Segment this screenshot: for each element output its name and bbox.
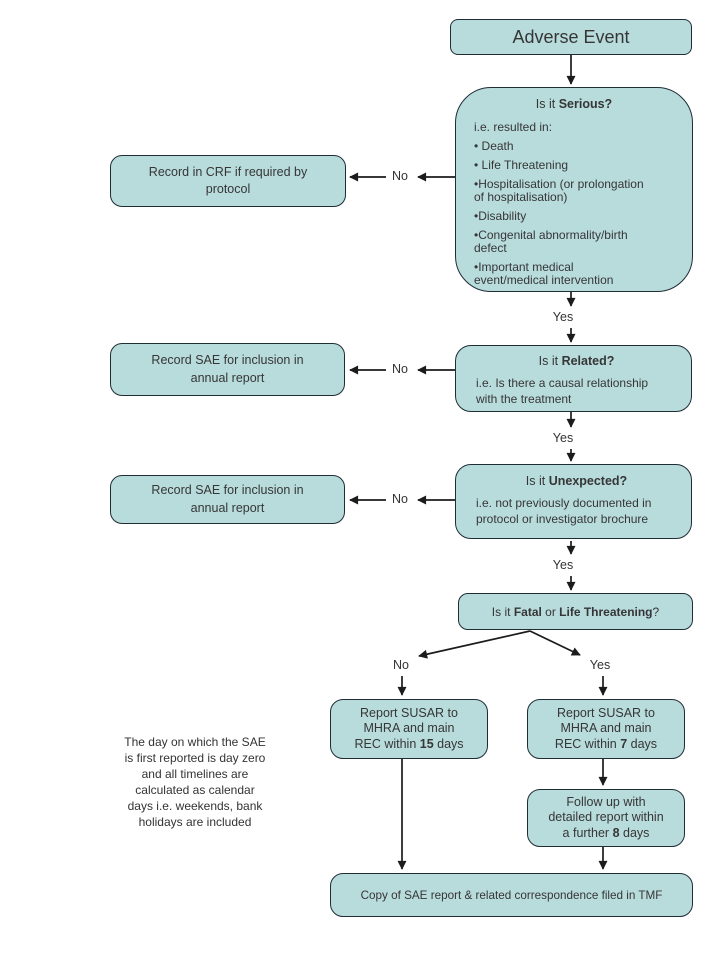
node-label: Report SUSAR to MHRA and main REC within… <box>354 706 463 753</box>
followup-deadline-days: 8 <box>612 825 620 840</box>
serious-criteria-item: •Important medical event/medical interve… <box>474 260 614 287</box>
edge-label-no: No <box>392 169 408 183</box>
node-is-it-related: Is it Related? i.e. Is there a causal re… <box>455 345 692 412</box>
serious-criteria-item: •Disability <box>474 209 527 223</box>
node-report-susar-15-days: Report SUSAR to MHRA and main REC within… <box>330 699 488 759</box>
node-label: Adverse Event <box>512 26 630 47</box>
edge-label-yes: Yes <box>552 310 574 324</box>
question-keyword: Unexpected? <box>548 474 628 488</box>
node-record-in-crf: Record in CRF if required by protocol <box>110 155 346 207</box>
question-title-text: Is it <box>525 474 549 488</box>
question-title-text: Is it <box>538 354 562 368</box>
node-is-it-serious: Is it Serious? i.e. resulted in: • Death… <box>455 87 693 292</box>
question-title: Is it Fatal or Life Threatening? <box>492 605 659 619</box>
serious-criteria-item: • Life Threatening <box>474 158 569 172</box>
question-title-text: Is it <box>491 604 514 619</box>
question-keyword: Serious? <box>558 97 613 111</box>
edge-label-no: No <box>393 658 409 672</box>
susar-text: Report SUSAR to MHRA and main REC within <box>554 705 655 751</box>
serious-criteria-item: •Congenital abnormality/birth defect <box>474 228 628 255</box>
susar-text: days <box>433 736 464 751</box>
susar-text: days <box>627 736 658 751</box>
node-adverse-event: Adverse Event <box>450 19 692 55</box>
susar-deadline-days: 15 <box>419 736 434 751</box>
node-follow-up-report: Follow up with detailed report within a … <box>527 789 685 847</box>
question-title: Is it Related? <box>476 354 677 368</box>
question-keyword: Life Threatening <box>559 604 653 619</box>
serious-criteria-item: • Death <box>474 139 514 153</box>
node-copy-sae-report-tmf: Copy of SAE report & related corresponde… <box>330 873 693 917</box>
followup-text: days <box>619 825 650 840</box>
question-explanation: i.e. Is there a causal relationship with… <box>476 376 649 406</box>
node-is-it-unexpected: Is it Unexpected? i.e. not previously do… <box>455 464 692 539</box>
question-title-text: or <box>541 604 560 619</box>
question-keyword: Fatal <box>513 604 542 619</box>
node-report-susar-7-days: Report SUSAR to MHRA and main REC within… <box>527 699 685 759</box>
node-label: Copy of SAE report & related corresponde… <box>360 888 663 902</box>
susar-deadline-days: 7 <box>620 736 628 751</box>
node-label: Report SUSAR to MHRA and main REC within… <box>555 706 657 753</box>
edge-label-no: No <box>392 492 408 506</box>
edge-label-no: No <box>392 362 408 376</box>
node-label: Follow up with detailed report within a … <box>548 795 663 842</box>
question-title: Is it Serious? <box>474 97 674 111</box>
serious-criteria-intro: i.e. resulted in: <box>474 120 553 134</box>
node-is-it-fatal-or-life-threatening: Is it Fatal or Life Threatening? <box>458 593 693 630</box>
serious-criteria-item: •Hospitalisation (or prolongation of hos… <box>474 177 644 204</box>
edge-label-yes: Yes <box>552 558 574 572</box>
timeline-note: The day on which the SAE is first report… <box>124 735 266 829</box>
question-title: Is it Unexpected? <box>476 474 677 488</box>
edge-label-yes: Yes <box>589 658 611 672</box>
node-record-sae-annual-report-2: Record SAE for inclusion in annual repor… <box>110 475 345 524</box>
question-explanation: i.e. not previously documented in protoc… <box>476 496 652 526</box>
question-title-text: Is it <box>535 97 559 111</box>
susar-text: Report SUSAR to MHRA and main REC within <box>354 705 458 751</box>
node-record-sae-annual-report-1: Record SAE for inclusion in annual repor… <box>110 343 345 396</box>
followup-text: Follow up with detailed report within a … <box>548 794 664 840</box>
question-title-text: ? <box>652 604 660 619</box>
edge-label-yes: Yes <box>552 431 574 445</box>
question-keyword: Related? <box>561 354 615 368</box>
